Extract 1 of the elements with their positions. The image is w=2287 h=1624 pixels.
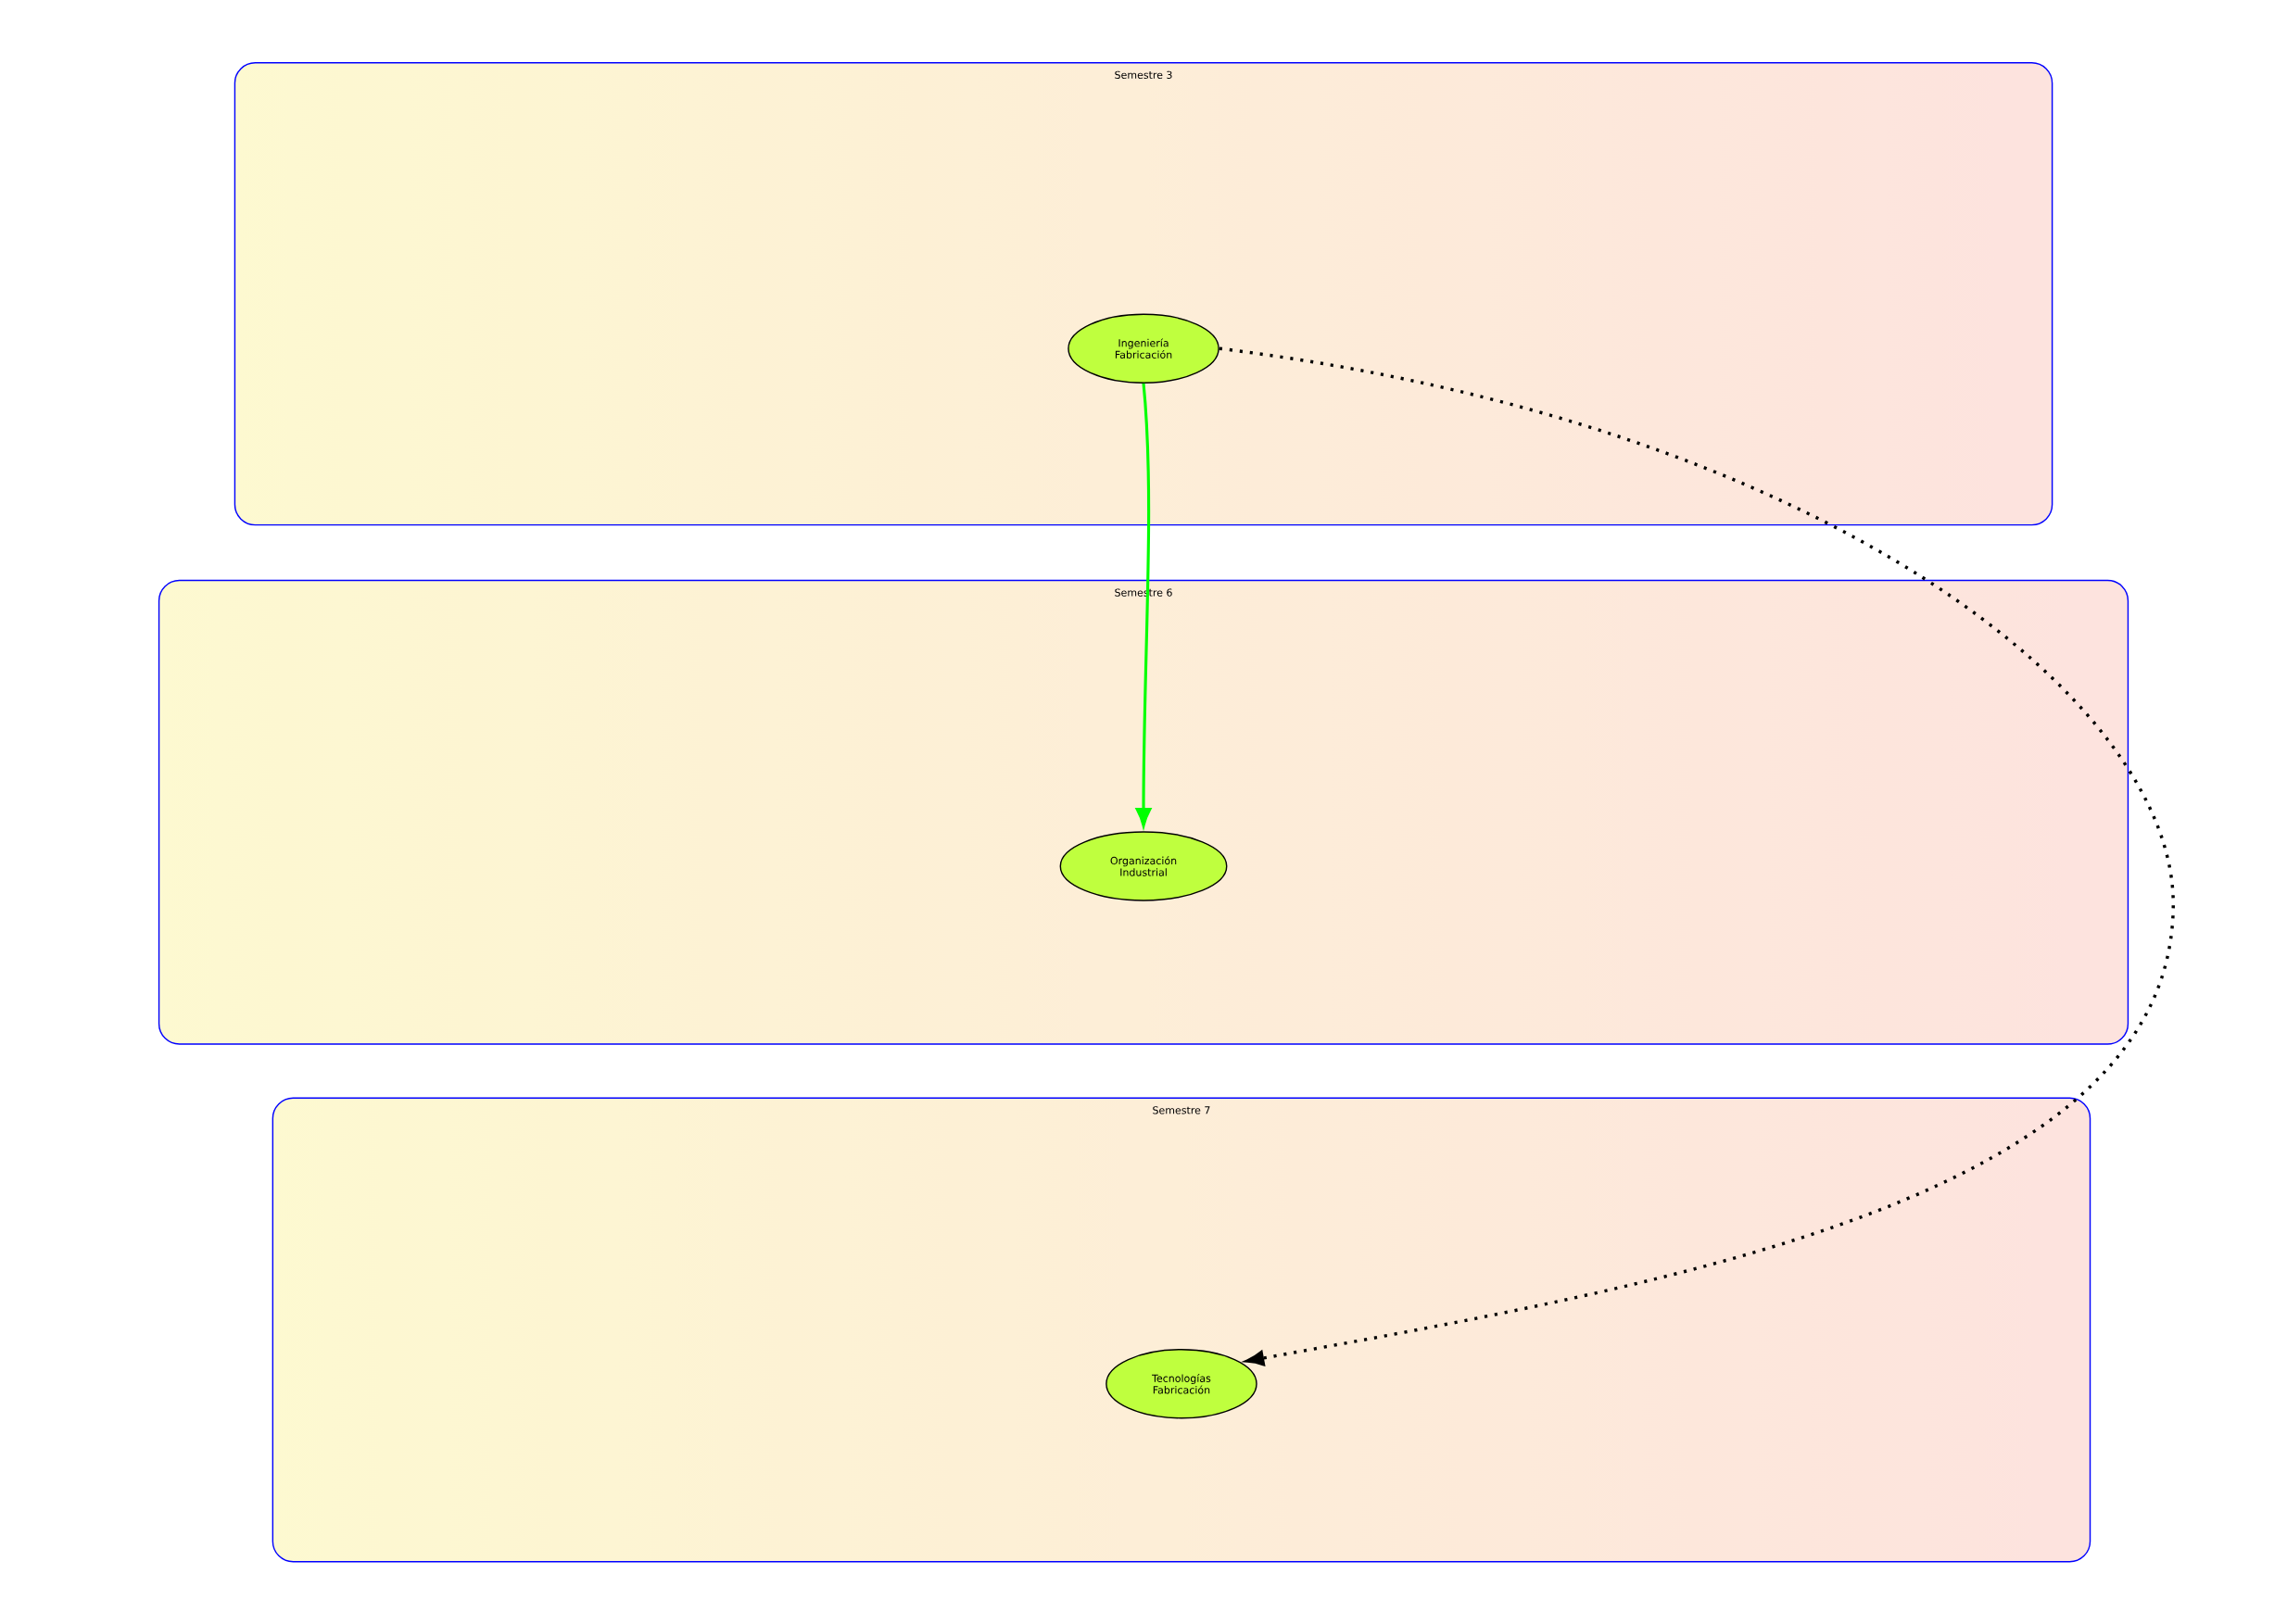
arrow	[1219, 346, 2175, 1366]
